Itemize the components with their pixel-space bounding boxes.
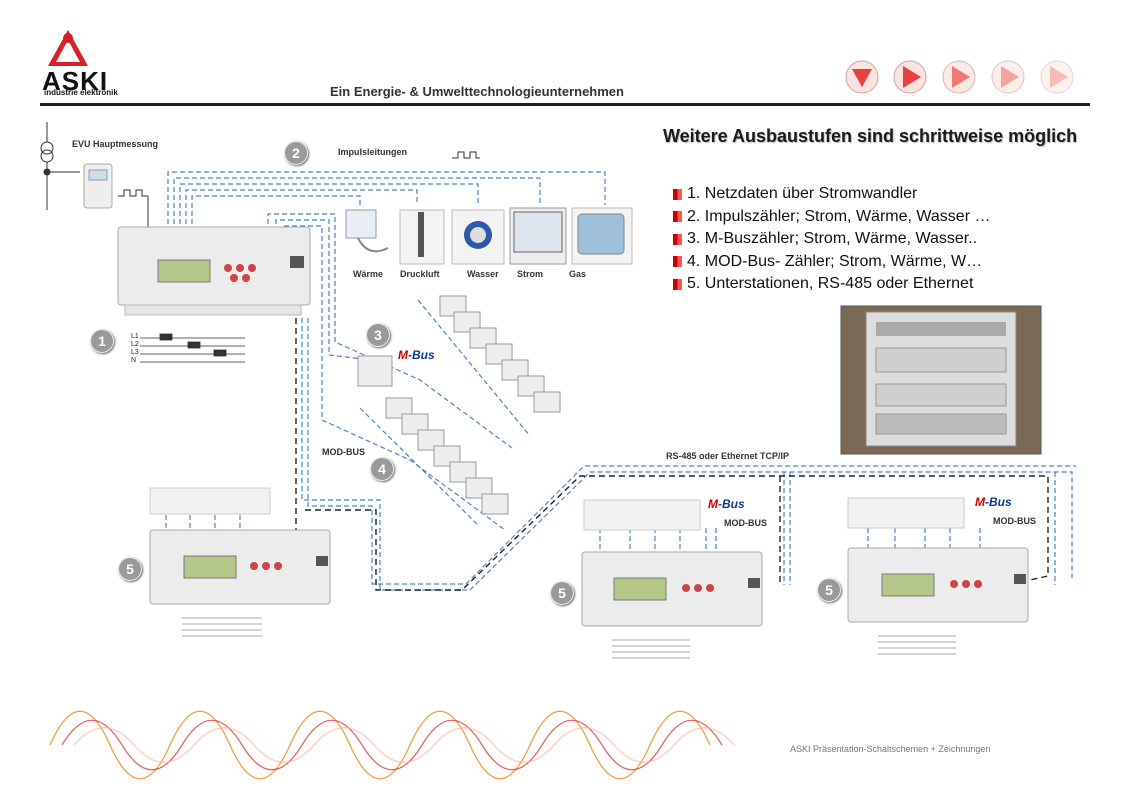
step-badge-5: 5	[550, 581, 574, 605]
meter-label-wasser: Wasser	[467, 269, 499, 279]
step-badge-4: 4	[370, 457, 394, 481]
meter-label-druckluft: Druckluft	[400, 269, 440, 279]
cabinet-photo	[840, 305, 1042, 455]
step-badge-3: 3	[366, 323, 390, 347]
step-badge-5: 5	[118, 557, 142, 581]
meter-label-waerme: Wärme	[353, 269, 384, 279]
substation-controller	[581, 499, 763, 627]
mbus-module	[357, 355, 393, 387]
list-item: 2. Impulszähler; Strom, Wärme, Wasser …	[673, 206, 990, 229]
pulse-icon	[118, 189, 148, 197]
footer-text: ASKI Präsentation-Schaltschemen + Zeichn…	[790, 744, 991, 754]
impuls-label: Impulsleitungen	[338, 147, 408, 157]
modbus-label: MOD-BUS	[322, 447, 365, 457]
meter-label-strom: Strom	[517, 269, 544, 279]
bullet-icon	[673, 256, 682, 268]
list-item: 5. Unterstationen, RS-485 oder Ethernet	[673, 273, 990, 296]
bullet-icon	[673, 211, 682, 223]
substation-controller	[847, 497, 1029, 623]
bullet-icon	[673, 233, 682, 245]
sine-wave-decoration	[49, 710, 735, 780]
logo-subtext: industrie elektronik	[44, 88, 118, 97]
nav-down-icon[interactable]	[845, 60, 879, 94]
nav-play-icon[interactable]	[991, 60, 1025, 94]
step-badge-1: 1	[90, 329, 114, 353]
nav-play-icon[interactable]	[1040, 60, 1074, 94]
mbus-logo: M-Bus	[398, 348, 435, 362]
tagline: Ein Energie- & Umwelttechnologieunterneh…	[330, 84, 624, 99]
list-item: 1. Netzdaten über Stromwandler	[673, 183, 990, 206]
logo-text: ASKI	[42, 66, 109, 96]
impulse-meters	[345, 207, 633, 265]
bullet-icon	[673, 188, 682, 200]
nav-play-icon[interactable]	[893, 60, 927, 94]
list-item: 3. M-Buszähler; Strom, Wärme, Wasser..	[673, 228, 990, 251]
meter-label-gas: Gas	[569, 269, 587, 279]
list-item: 4. MOD-Bus- Zähler; Strom, Wärme, W…	[673, 251, 990, 274]
substation-modbus-label: MOD-BUS	[993, 516, 1036, 526]
feature-list: 1. Netzdaten über Stromwandler 2. Impuls…	[673, 183, 990, 296]
header-divider	[40, 103, 1090, 106]
pulse-icon	[452, 151, 480, 159]
bullet-icon	[673, 278, 682, 290]
step-badge-2: 2	[284, 141, 308, 165]
substation-controller	[149, 487, 331, 605]
mbus-logo: M-Bus	[975, 495, 1012, 509]
evu-label: EVU Hauptmessung	[72, 139, 159, 149]
aski-logo-icon	[48, 30, 88, 66]
mbus-logo: M-Bus	[708, 497, 745, 511]
page-title: Weitere Ausbaustufen sind schrittweise m…	[663, 126, 1078, 146]
transformer-icon	[40, 122, 80, 210]
substation-modbus-label: MOD-BUS	[724, 518, 767, 528]
nav-play-icon[interactable]	[942, 60, 976, 94]
main-controller	[117, 226, 311, 316]
step-badge-5: 5	[817, 578, 841, 602]
rs485-label: RS-485 oder Ethernet TCP/IP	[666, 451, 790, 461]
